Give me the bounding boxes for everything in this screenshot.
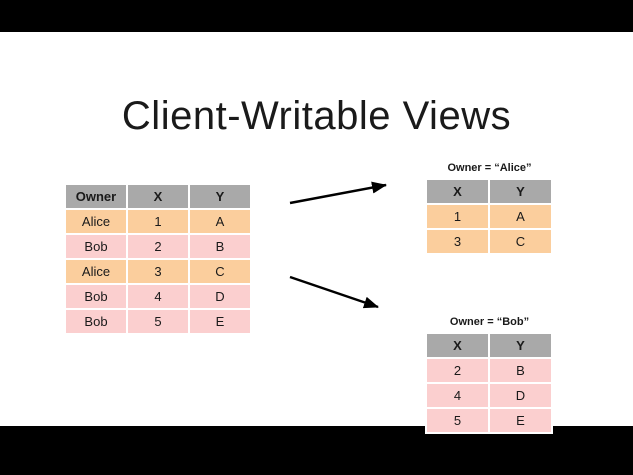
table-cell: 4 xyxy=(126,283,190,310)
table-cell: 5 xyxy=(126,308,190,335)
table-cell: B xyxy=(488,357,553,384)
column-header-y: Y xyxy=(488,332,553,359)
alice-view-table: X Y 1 A 3 C xyxy=(425,178,553,255)
table-cell: C xyxy=(188,258,252,285)
table-cell: Bob xyxy=(64,283,128,310)
column-header-y: Y xyxy=(488,178,553,205)
alice-view-label: Owner = “Alice” xyxy=(447,162,532,174)
table-cell: 3 xyxy=(425,228,490,255)
table-cell: A xyxy=(488,203,553,230)
table-cell: 4 xyxy=(425,382,490,409)
table-cell: Bob xyxy=(64,308,128,335)
table-row: 5 E xyxy=(425,407,553,434)
bob-view-label: Owner = “Bob” xyxy=(449,316,530,328)
table-cell: E xyxy=(488,407,553,434)
table-cell: Alice xyxy=(64,208,128,235)
bob-view-table: X Y 2 B 4 D 5 E xyxy=(425,332,553,434)
column-header-x: X xyxy=(425,332,490,359)
table-row: Bob 5 E xyxy=(64,308,252,335)
table-cell: A xyxy=(188,208,252,235)
table-row: 4 D xyxy=(425,382,553,409)
table-cell: D xyxy=(488,382,553,409)
table-row: Alice 1 A xyxy=(64,208,252,235)
main-table-header-row: Owner X Y xyxy=(64,183,252,210)
table-cell: C xyxy=(488,228,553,255)
table-cell: B xyxy=(188,233,252,260)
table-row: 1 A xyxy=(425,203,553,230)
column-header-x: X xyxy=(126,183,190,210)
column-header-y: Y xyxy=(188,183,252,210)
table-cell: 2 xyxy=(425,357,490,384)
table-cell: Alice xyxy=(64,258,128,285)
bob-view-header-row: X Y xyxy=(425,332,553,359)
column-header-x: X xyxy=(425,178,490,205)
table-cell: 3 xyxy=(126,258,190,285)
table-row: Bob 2 B xyxy=(64,233,252,260)
table-row: 2 B xyxy=(425,357,553,384)
main-table: Owner X Y Alice 1 A Bob 2 B Alice xyxy=(64,183,252,335)
alice-view-header-row: X Y xyxy=(425,178,553,205)
slide-canvas: Client-Writable Views Owner X Y Alice 1 … xyxy=(0,32,633,434)
table-cell: 1 xyxy=(425,203,490,230)
table-row: Bob 4 D xyxy=(64,283,252,310)
slide-title: Client-Writable Views xyxy=(121,94,512,138)
table-cell: 2 xyxy=(126,233,190,260)
table-cell: 5 xyxy=(425,407,490,434)
table-cell: Bob xyxy=(64,233,128,260)
table-row: 3 C xyxy=(425,228,553,255)
table-cell: D xyxy=(188,283,252,310)
table-cell: 1 xyxy=(126,208,190,235)
table-cell: E xyxy=(188,308,252,335)
table-row: Alice 3 C xyxy=(64,258,252,285)
column-header-owner: Owner xyxy=(64,183,128,210)
